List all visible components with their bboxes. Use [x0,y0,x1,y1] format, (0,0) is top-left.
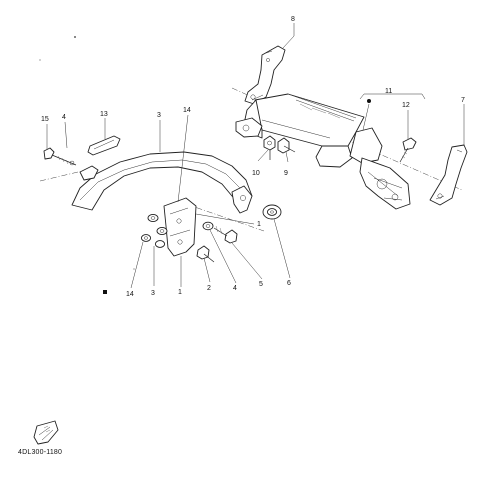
bolt-2 [196,245,215,263]
rear-fender [71,151,253,214]
callout-9: 9 [284,170,288,177]
leader-5 [231,242,263,280]
bullet-mark [367,99,371,103]
fender-bolt-centerline [39,171,79,182]
leader-2 [203,257,211,283]
callout-15: 15 [41,116,49,123]
bolt-9 [277,137,296,154]
square-mark [103,290,107,294]
bracket-assembly [235,93,411,210]
leader-4-top [64,121,68,149]
callout-5: 5 [259,281,263,288]
catalog-logo-icon [33,420,59,445]
callout-4-top: 4 [62,114,66,121]
leader-11 [362,103,370,131]
side-plate-right [429,144,468,206]
leader-6 [273,218,291,279]
collar-4 [202,221,214,231]
callout-13: 13 [100,111,108,118]
side-plate-left [244,45,286,105]
screw-12 [399,137,417,163]
callout-3-top: 3 [157,112,161,119]
diagram-code: 4DL300-1180 [18,449,63,456]
fender-stay-1 [163,197,197,257]
dot-mark [74,36,76,38]
dot-mark-small [39,59,41,61]
callout-8: 8 [291,16,295,23]
leader-8 [282,23,295,49]
leader-14-top [177,114,189,203]
nut-10 [263,135,276,160]
callout-1-bottom: 1 [178,289,182,296]
leader-1-right [195,213,255,225]
rear-axis-centerline [231,87,463,191]
callout-14-bottom: 14 [126,291,134,298]
callout-6: 6 [287,280,291,287]
callout-12: 12 [402,102,410,109]
washer-14 [140,213,168,248]
callout-2: 2 [207,285,211,292]
leader-9 [285,151,289,163]
leader-4-bottom [209,229,237,284]
reflector-13 [87,135,121,156]
grommet-6 [262,204,282,220]
callout-10: 10 [252,170,260,177]
callout-7: 7 [461,97,465,104]
mount-centerline [185,203,265,232]
leader-11-bracket [359,93,426,100]
callout-4-bottom: 4 [233,285,237,292]
leader-10 [257,149,269,162]
bolt-15 [43,147,77,166]
dot-mark-small [133,268,135,270]
callout-14-top: 14 [183,107,191,114]
callout-1-right: 1 [257,221,261,228]
bolt-5 [213,225,238,244]
callout-11: 11 [385,88,392,95]
leader-14-bottom [130,241,144,289]
callout-3-bottom: 3 [151,290,155,297]
